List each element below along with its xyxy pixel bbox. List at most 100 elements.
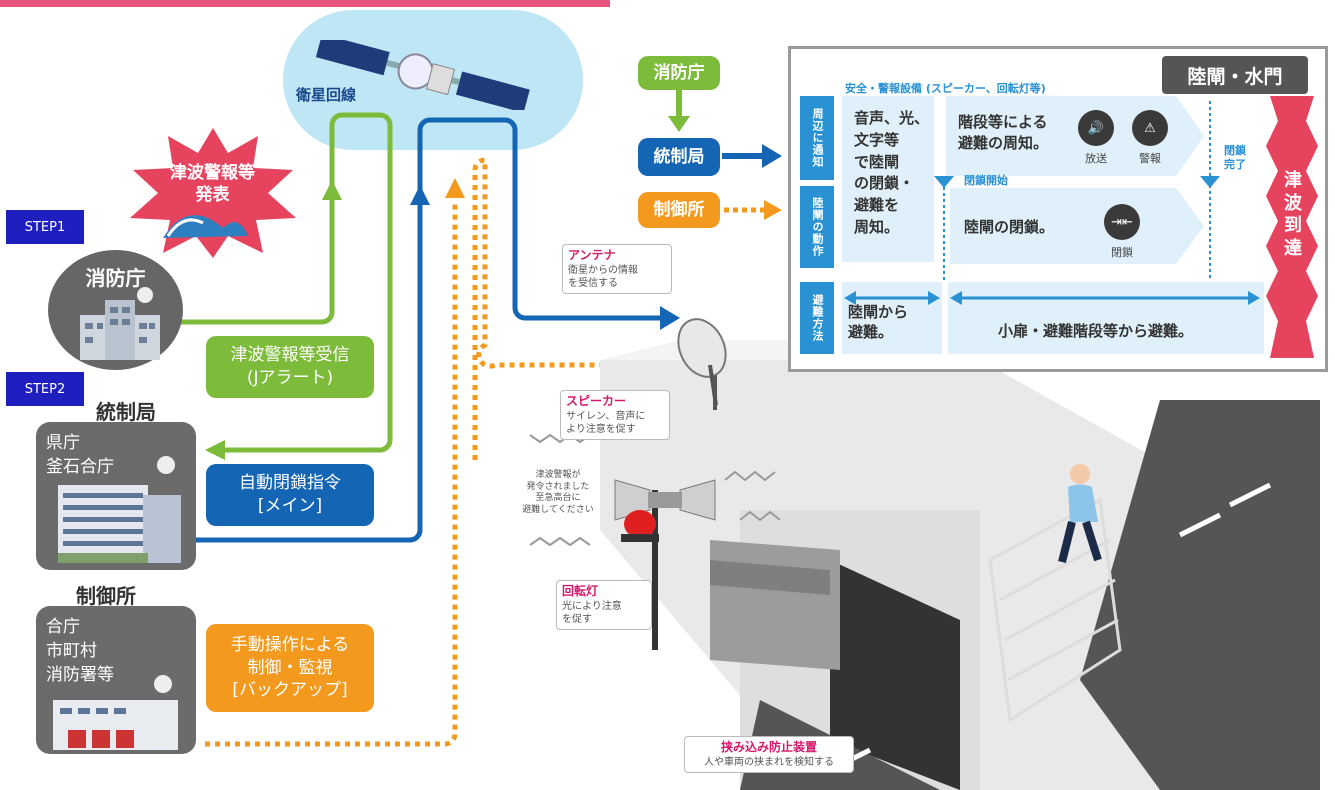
col1-line1: 音声、光、 (854, 109, 930, 127)
beacon-note-body2: を促す (562, 613, 592, 625)
equipment-header: 安全・警報設備 (スピーカー、回転灯等) (845, 82, 1046, 95)
tsunami-arrival-burst (1266, 96, 1318, 358)
tsunami-char3: 到 (1284, 215, 1302, 236)
tsunami-warning-burst (130, 128, 296, 258)
evac-left-line2: 避難。 (848, 323, 894, 342)
step2-badge: STEP2 (6, 372, 84, 406)
tsunami-char4: 達 (1284, 237, 1302, 259)
beacon-note-head: 回転灯 (562, 584, 599, 598)
satellite-icon (315, 40, 530, 110)
speaker-note-body1: サイレン、音声に (566, 410, 646, 422)
burst-text-2: 発表 (195, 185, 230, 205)
speaker-note-body2: より注意を促す (566, 423, 636, 435)
close-icon: ⇥⇤ (1104, 204, 1140, 240)
pinch-note: 挟み込み防止装置 人や車両の挟まれを検知する (684, 736, 854, 773)
evac-left-cell: 陸閘から 避難。 (842, 282, 942, 354)
legend-down-arrow (668, 90, 690, 132)
pinch-note-body: 人や車両の挟まれを検知する (704, 756, 834, 768)
antenna-note-body1: 衛星からの情報 (568, 264, 638, 276)
bureau-line2: 釜石合庁 (46, 457, 114, 477)
speaker-note: スピーカー サイレン、音声に より注意を促す (560, 390, 670, 440)
pinch-note-head: 挟み込み防止装置 (720, 740, 817, 754)
manual-line1: 手動操作による (230, 634, 350, 655)
burst-text-1: 津波警報等 (170, 163, 255, 183)
timeline-dotted-lines (934, 101, 1220, 281)
station-line1: 合庁 (46, 617, 80, 637)
jalert-line2: (Jアラート) (246, 368, 334, 388)
sound-waves-left (529, 433, 591, 547)
close-done-line1: 閉鎖 (1224, 144, 1246, 157)
announce-line2: 発令されました (526, 481, 590, 492)
antenna-icon (677, 318, 727, 406)
control-station-title: 制御所 (76, 584, 136, 608)
broadcast-caption: 放送 (1085, 152, 1107, 165)
auto-line2: [メイン] (257, 496, 323, 516)
close-caption: 閉鎖 (1111, 246, 1133, 259)
manual-line3: [バックアップ] (232, 680, 348, 701)
bureau-building-icon (58, 456, 181, 563)
evac-arrows (844, 291, 1260, 305)
col1-line6: 周知。 (854, 217, 900, 236)
announce-line3: 至急高台に (535, 493, 581, 504)
tsunami-arrival-text: 津 波 到 達 (1280, 170, 1306, 260)
jalert-line1: 津波警報等受信 (230, 345, 350, 366)
speaker-icon (614, 479, 716, 521)
action-arrow-shape (950, 188, 1204, 264)
close-start-label: 閉鎖開始 (964, 174, 1008, 187)
beacon-note: 回転灯 光により注意 を促す (556, 580, 652, 630)
antenna-note-head: アンテナ (568, 248, 616, 262)
satellite-label: 衛星回線 (296, 86, 357, 104)
fire-dept-label: 消防庁 (85, 266, 146, 290)
bureau-line1: 県庁 (46, 433, 80, 453)
manual-pill: 手動操作による 制御・監視 [バックアップ] (206, 624, 374, 712)
notify-line1: 階段等による (958, 113, 1048, 131)
tsunami-char2: 波 (1284, 192, 1302, 214)
legend-fire-dept: 消防庁 (638, 56, 720, 90)
close-done-line2: 完了 (1224, 157, 1246, 171)
notify-line2: 避難の周知。 (958, 134, 1049, 152)
col1-line3: で陸閘 (854, 152, 900, 171)
row-label-evac: 避難方法 (800, 282, 834, 354)
fire-dept-building-icon (80, 287, 160, 360)
auto-line1: 自動閉鎖指令 (239, 473, 341, 494)
antenna-note: アンテナ 衛星からの情報 を受信する (562, 244, 672, 294)
announce-line4: 避難してください (522, 505, 594, 516)
antenna-note-body2: を受信する (568, 277, 618, 289)
station-line3: 消防署等 (46, 665, 114, 685)
manual-line2: 制御・監視 (247, 657, 333, 678)
row-label-notify: 周辺に通知 (800, 96, 834, 180)
evac-right-cell (948, 282, 1264, 354)
legend-blue-arrow (722, 144, 782, 168)
alarm-icon: ⚠ (1132, 110, 1168, 146)
announcement-text: 津波警報が 発令されました 至急高台に 避難してください (512, 470, 604, 517)
jalert-pill: 津波警報等受信 (Jアラート) (206, 336, 374, 398)
seawall-illustration (600, 340, 1320, 790)
beacon-icon (621, 510, 659, 542)
legend-control-bureau: 統制局 (638, 138, 720, 176)
legend-orange-arrow (724, 200, 782, 220)
person-icon (1058, 464, 1102, 563)
broadcast-icon: 🔊 (1078, 110, 1114, 146)
top-accent-bar (0, 0, 610, 7)
notify-text: 階段等による 避難の周知。 (958, 112, 1048, 154)
beacon-note-body1: 光により注意 (562, 600, 622, 612)
station-building-icon (53, 675, 178, 750)
sound-waves-right (724, 470, 781, 522)
row-label-action: 陸閘の動作 (800, 186, 834, 268)
col1-line5: 避難を (854, 196, 900, 214)
station-line2: 市町村 (46, 641, 97, 661)
step1-badge: STEP1 (6, 210, 84, 244)
legend-control-station: 制御所 (638, 192, 720, 228)
action-text: 陸閘の閉鎖。 (964, 218, 1055, 236)
col1-line2: 文字等 (854, 130, 900, 149)
speaker-note-head: スピーカー (566, 394, 627, 408)
col1-line4: の閉鎖・ (854, 174, 915, 193)
auto-close-pill: 自動閉鎖指令 [メイン] (206, 464, 374, 526)
announce-line1: 津波警報が (535, 470, 581, 480)
alarm-caption: 警報 (1139, 152, 1161, 165)
evac-right-text: 小扉・避難階段等から避難。 (998, 322, 1194, 340)
tsunami-char1: 津 (1284, 170, 1302, 191)
panel-title: 陸閘・水門 (1162, 56, 1308, 94)
control-bureau-title: 統制局 (96, 400, 156, 424)
close-done-label: 閉鎖 完了 (1224, 144, 1246, 172)
